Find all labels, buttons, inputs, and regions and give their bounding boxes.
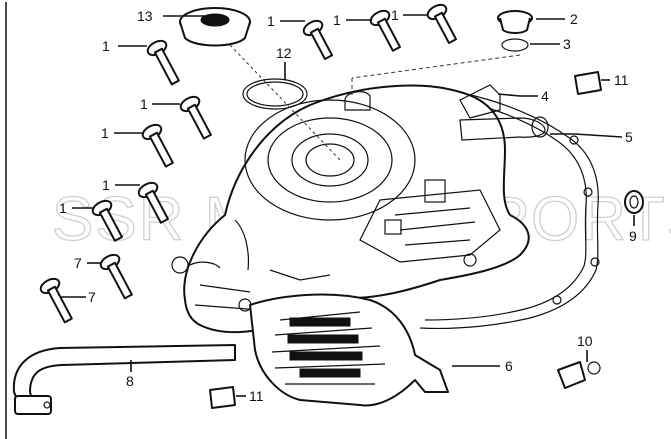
callout-5: 5 (625, 129, 633, 145)
leader-lines (60, 14, 635, 397)
callout-1: 1 (267, 13, 275, 29)
gasket-hole (590, 257, 600, 267)
callout-1: 1 (102, 38, 110, 54)
washer-part (501, 38, 529, 52)
callout-11: 11 (249, 388, 264, 404)
callout-2: 2 (570, 11, 578, 27)
bolt-part (179, 95, 212, 140)
bolt-part (141, 123, 174, 168)
callout-8: 8 (126, 373, 134, 389)
bolt-part (146, 39, 180, 86)
gasket-part (399, 88, 599, 330)
bolt-part (99, 253, 133, 300)
callout-7: 7 (88, 289, 96, 305)
oil-seal-part (624, 190, 644, 214)
plug-guide-line (351, 54, 521, 79)
callout-1: 1 (101, 125, 109, 141)
callout-1: 1 (102, 177, 110, 193)
crankcase-cover-part (171, 84, 549, 334)
gasket-hole (552, 295, 562, 305)
bolt-part (426, 3, 458, 45)
oil-plug-part (497, 10, 533, 34)
callout-1: 1 (333, 12, 341, 28)
callout-1: 1 (59, 200, 67, 216)
hose-part (12, 344, 236, 415)
callout-10: 10 (577, 333, 593, 349)
gasket-inner (409, 97, 587, 321)
callout-7: 7 (74, 255, 82, 271)
callout-11: 11 (614, 72, 629, 88)
callout-1: 1 (140, 96, 148, 112)
callout-6: 6 (505, 358, 513, 374)
callout-13: 13 (137, 8, 153, 24)
bolt-part (91, 199, 123, 242)
bolt-part (369, 9, 401, 52)
sprocket-cover-part (249, 293, 449, 407)
o-ring-part (242, 78, 308, 110)
clip-part (574, 71, 602, 95)
callout-12: 12 (276, 45, 292, 61)
callout-1: 1 (391, 7, 399, 23)
callout-3: 3 (563, 36, 571, 52)
callout-4: 4 (541, 88, 549, 104)
gasket-hole (569, 135, 579, 145)
bolt-part (39, 277, 73, 324)
cap-guide-line (229, 44, 341, 161)
clip-part (209, 386, 236, 409)
bolt-part (137, 181, 169, 224)
gasket-hole (583, 187, 593, 197)
cap-plug-part (179, 7, 251, 47)
bolt-part (302, 19, 334, 61)
sensor-part (557, 361, 601, 389)
callout-9: 9 (629, 228, 637, 244)
